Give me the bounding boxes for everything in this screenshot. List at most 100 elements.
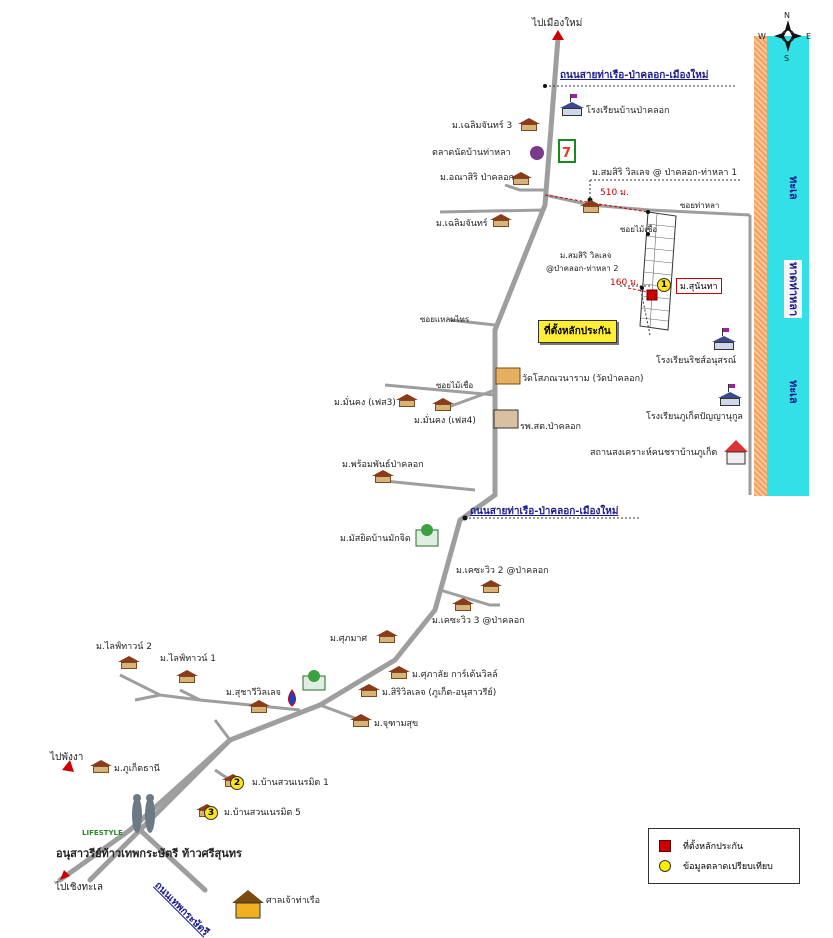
road-anasiri (504, 183, 545, 192)
compass-rose: N S W E (758, 11, 812, 63)
road-laemsai (449, 318, 496, 327)
legend-row-comparable: ข้อมูลตลาดเปรียบเทียบ (659, 859, 773, 873)
mosque-icon (415, 524, 439, 547)
place-munkong4: ม.มั่นคง (เฟส4) (414, 416, 476, 426)
house-icon (396, 394, 418, 407)
sunantha-label: ม.สุนันทา (676, 278, 722, 294)
school-paklok-icon (560, 94, 584, 116)
house-icon (376, 630, 398, 643)
legend-collateral-label: ที่ตั้งหลักประกัน (683, 842, 744, 852)
legend-row-collateral: ที่ตั้งหลักประกัน (659, 839, 743, 853)
market-icon (530, 146, 544, 160)
to-choeng-thale-label: ไปเชิงทะเล (55, 882, 103, 893)
svg-text:7: 7 (562, 146, 571, 161)
place-baansuan5: ม.บ้านสวนเนรมิต 5 (224, 808, 301, 818)
place-siriwilet: ม.สิริวิลเลจ (ภูเก็ต-อนุสาวรีย์) (382, 688, 497, 698)
monument-icon (132, 794, 155, 833)
gas-station-icon (288, 689, 296, 707)
legend-yellow-dot-icon (659, 860, 671, 872)
house-icon (490, 214, 512, 227)
road-lifetown2 (134, 693, 161, 702)
house-icon (118, 656, 140, 669)
place-chalermchan: ม.เฉลิมจันทร์ (436, 219, 488, 229)
arrow-up-icon (552, 30, 564, 40)
house-icon (90, 760, 112, 773)
soi-laemsai-label: ซอยแหลมไทร (420, 315, 470, 324)
house-icon (358, 684, 380, 697)
distance-510: 510 ม. (600, 188, 629, 198)
house-icon (510, 172, 532, 185)
house-icon (176, 670, 198, 683)
place-suchawi: ม.สุชาวีวิลเลจ (226, 688, 281, 698)
welfare-icon (724, 440, 748, 465)
place-phuketthani: ม.ภูเก็ตธานี (114, 764, 160, 774)
main-road (87, 35, 561, 883)
school-ritwisut-icon (712, 328, 736, 350)
collateral-callout: ที่ตั้งหลักประกัน (538, 320, 617, 343)
house-icon (518, 118, 540, 131)
road-prompan (374, 478, 476, 492)
place-market: ตลาดนัดบ้านท่าหลา (432, 148, 511, 158)
legend-red-square-icon (659, 840, 671, 852)
compass-s: S (784, 54, 790, 63)
comparable-marker-2: 2 (230, 776, 244, 790)
compass-n: N (784, 11, 790, 20)
house-icon (480, 580, 502, 593)
house-icon (350, 714, 372, 727)
place-somsiri2b: @ป่าคลอก-ท่าหลา 2 (546, 264, 619, 273)
to-mueang-mai-label: ไปเมืองใหม่ (532, 18, 583, 29)
place-somsiri2a: ม.สมสิริ วิลเลจ (560, 251, 612, 260)
place-lifetown1: ม.ไลฟ์ทาวน์ 1 (160, 654, 216, 664)
place-shrine: ศาลเจ้าท่าเรือ (266, 896, 320, 906)
road-munkong (384, 383, 496, 397)
school-panyanukun-label: โรงเรียนภูเก็ตปัญญานุกูล (646, 412, 743, 422)
legend-comparable-label: ข้อมูลตลาดเปรียบเทียบ (683, 862, 773, 872)
soi-chuea-label: ซอยไม้เชื่อ (620, 225, 658, 234)
place-munkong3: ม.มั่นคง (เฟส3) (334, 398, 396, 408)
place-supalai: ม.ศุภาลัย การ์เด้นวิลล์ (412, 670, 498, 680)
road-monument-down (137, 827, 208, 893)
arrow-left-icon (62, 760, 74, 772)
soi-thalha-label: ซอยท่าหลา (680, 201, 720, 210)
place-chalermchan3: ม.เฉลิมจันทร์ 3 (452, 121, 513, 131)
place-prompan: ม.พร้อมพันธ์ป่าคลอก (342, 460, 424, 470)
wat-icon (495, 367, 521, 385)
map-legend: ที่ตั้งหลักประกัน ข้อมูลตลาดเปรียบเทียบ (648, 828, 800, 884)
place-suphamas: ม.ศุภมาศ (330, 634, 368, 644)
place-wat: วัดโสภณวนาราม (วัดป่าคลอก) (522, 374, 644, 384)
comparable-marker-3: 3 (204, 806, 218, 820)
compass-e: E (806, 32, 812, 41)
school-panyanukun-icon (718, 384, 742, 406)
distance-160: 160 ม. (610, 278, 639, 288)
school-ritwisut-label: โรงเรียนริชส์อนุสรณ์ (656, 356, 737, 366)
school-paklok-label: โรงเรียนบ้านป่าคลอก (586, 106, 670, 116)
comparable-marker-1: 1 (657, 278, 671, 292)
hospital-icon (493, 409, 519, 429)
place-baansuan1: ม.บ้านสวนเนรมิต 1 (252, 778, 329, 788)
place-chuthamsuk: ม.จุฑามสุข (374, 719, 419, 729)
compass-w: W (758, 32, 766, 41)
house-icon (388, 666, 410, 679)
road-monument-left (57, 737, 233, 883)
house-icon (432, 398, 454, 411)
lifestyle-logo: LIFESTYLE (82, 829, 123, 837)
sea-label-bottom: ทะเล (787, 380, 800, 404)
place-somsiri1: ม.สมสิริ วิลเลจ @ ป่าคลอก-ท่าหลา 1 (592, 168, 738, 178)
road-branch (213, 719, 232, 741)
seven-eleven-icon: 7 (558, 139, 576, 163)
beach-strip (754, 36, 767, 496)
place-monument: อนุสาวรีย์ท้าวเทพกระษัตรี ท้าวศรีสุนทร (56, 847, 242, 860)
house-icon (452, 598, 474, 611)
house-icon (580, 200, 602, 213)
mosque-icon-2 (302, 670, 326, 691)
place-lifetown2: ม.ไลฟ์ทาวน์ 2 (96, 642, 152, 652)
place-khetsaraw2: ม.เคซะวิว 2 @ป่าคลอก (456, 566, 549, 576)
distance-line-160 (627, 287, 649, 293)
road-name-mid: ถนนสายท่าเรือ-ป่าคลอก-เมืองใหม่ (470, 506, 619, 517)
road-chalermchan (439, 208, 546, 214)
beach-label: หาดท่าหลา (784, 260, 802, 319)
place-khetsaraw3: ม.เคซะวิว 3 @ป่าคลอก (432, 616, 525, 626)
place-welfare: สถานสงเคราะห์คนชราบ้านภูเก็ต (590, 448, 718, 458)
place-hospital: รพ.สต.ป่าคลอก (520, 422, 581, 432)
to-phangnga-label: ไปพังงา (50, 752, 84, 763)
